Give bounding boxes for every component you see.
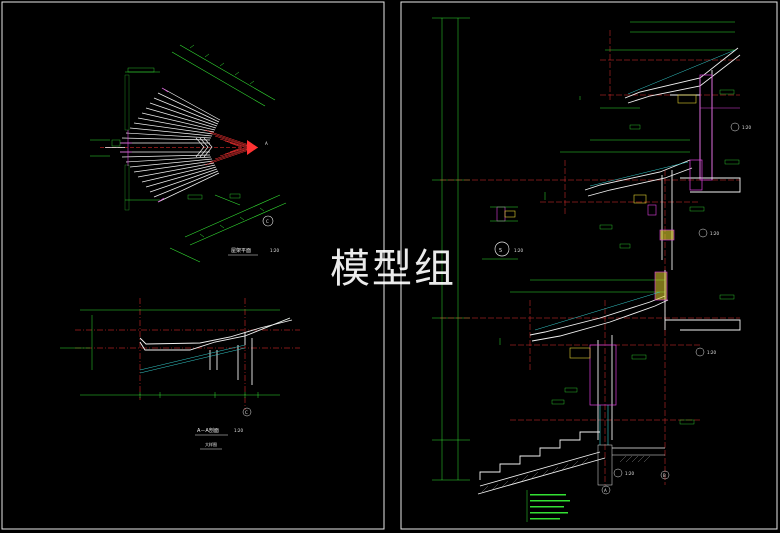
detail-5-drawing: 5 1:20 [482,206,523,260]
right-sheet-frame [400,1,778,530]
section-aa-subtitle: 大样图 [205,441,217,447]
eave-section-drawing: 1:20 1:20 1:20 1:20 [432,17,751,522]
detail-5-number: 5 [499,248,502,254]
roof-plan-drawing: A C 屋架平面 1:20 [90,44,287,263]
scale-label-2: 1:20 [710,231,719,236]
detail-5-scale: 1:20 [514,248,523,253]
section-aa-scale: 1:20 [234,428,243,433]
section-aa-axis-circle: C [245,410,248,415]
plan-title: 屋架平面 [231,248,251,254]
left-sheet-frame [1,1,385,530]
section-aa-drawing: C A－A剖面 1:20 大样图 [60,298,300,450]
axis-a-label: A [604,488,607,493]
section-aa-title: A－A剖面 [197,427,219,434]
scale-label-4: 1:20 [625,471,634,476]
plan-axis-circle-label: C [266,219,269,224]
plan-axis-circle [262,215,274,227]
scale-label-3: 1:20 [707,350,716,355]
scale-label-1: 1:20 [742,125,751,130]
plan-axis-label: A [265,141,268,146]
plan-scale: 1:20 [270,248,279,253]
axis-b-label: B [663,473,666,478]
watermark-text: 模型组 [330,246,456,292]
